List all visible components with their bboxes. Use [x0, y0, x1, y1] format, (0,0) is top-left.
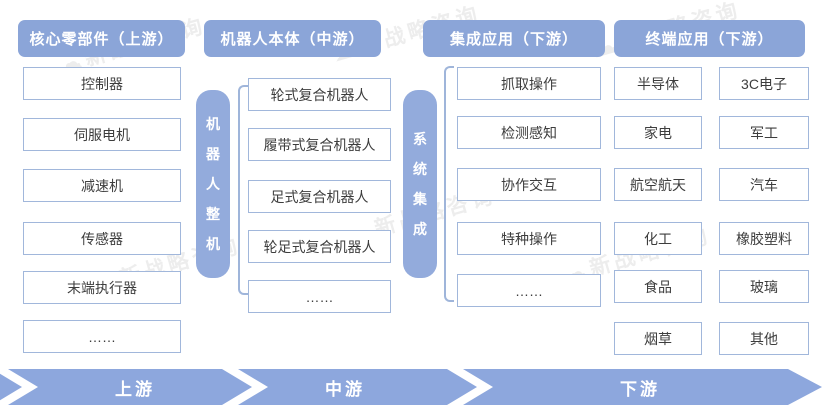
terminal-item: 航空航天 — [614, 168, 702, 201]
bracket-integration — [444, 66, 454, 302]
integration-item: 特种操作 — [457, 222, 601, 255]
terminal-item: 半导体 — [614, 67, 702, 100]
chevron-separator-icon — [222, 369, 268, 405]
upstream-item: 减速机 — [23, 169, 181, 202]
integration-item: 检测感知 — [457, 116, 601, 149]
header-integrated-apps: 集成应用（下游） — [423, 20, 605, 57]
terminal-item: 橡胶塑料 — [719, 222, 809, 255]
header-terminal-apps: 终端应用（下游） — [614, 20, 805, 57]
terminal-item: 家电 — [614, 116, 702, 149]
header-core-components: 核心零部件（上游） — [18, 20, 185, 57]
upstream-item: 传感器 — [23, 222, 181, 255]
upstream-item: …… — [23, 320, 181, 353]
upstream-item: 末端执行器 — [23, 271, 181, 304]
terminal-item: 汽车 — [719, 168, 809, 201]
side-label-robot-machine: 机器人整机 — [196, 90, 230, 278]
upstream-item: 控制器 — [23, 67, 181, 100]
banner-label-midstream: 中游 — [325, 379, 365, 399]
integration-item: 协作交互 — [457, 168, 601, 201]
integration-item: …… — [457, 274, 601, 307]
terminal-item: 化工 — [614, 222, 702, 255]
chevron-separator-icon — [447, 369, 493, 405]
midstream-item: 足式复合机器人 — [248, 180, 391, 213]
chevron-separator-icon — [0, 369, 38, 405]
midstream-item: …… — [248, 280, 391, 313]
midstream-item: 轮式复合机器人 — [248, 78, 391, 111]
banner-label-downstream: 下游 — [620, 379, 660, 399]
bracket-robot-body — [238, 85, 248, 295]
terminal-item: 军工 — [719, 116, 809, 149]
midstream-item: 轮足式复合机器人 — [248, 230, 391, 263]
flow-banner-arrow — [0, 369, 822, 405]
side-label-text: 系统集成 — [413, 130, 427, 238]
terminal-item: 3C电子 — [719, 67, 809, 100]
terminal-item: 玻璃 — [719, 270, 809, 303]
terminal-item: 烟草 — [614, 322, 702, 355]
banner-label-upstream: 上游 — [115, 379, 155, 399]
integration-item: 抓取操作 — [457, 67, 601, 100]
side-label-system-integration: 系统集成 — [403, 90, 437, 278]
midstream-item: 履带式复合机器人 — [248, 128, 391, 161]
side-label-text: 机器人整机 — [206, 115, 220, 253]
upstream-item: 伺服电机 — [23, 118, 181, 151]
terminal-item: 其他 — [719, 322, 809, 355]
header-robot-body: 机器人本体（中游） — [204, 20, 381, 57]
flow-banner: 上游 中游 下游 — [0, 369, 835, 405]
terminal-item: 食品 — [614, 270, 702, 303]
